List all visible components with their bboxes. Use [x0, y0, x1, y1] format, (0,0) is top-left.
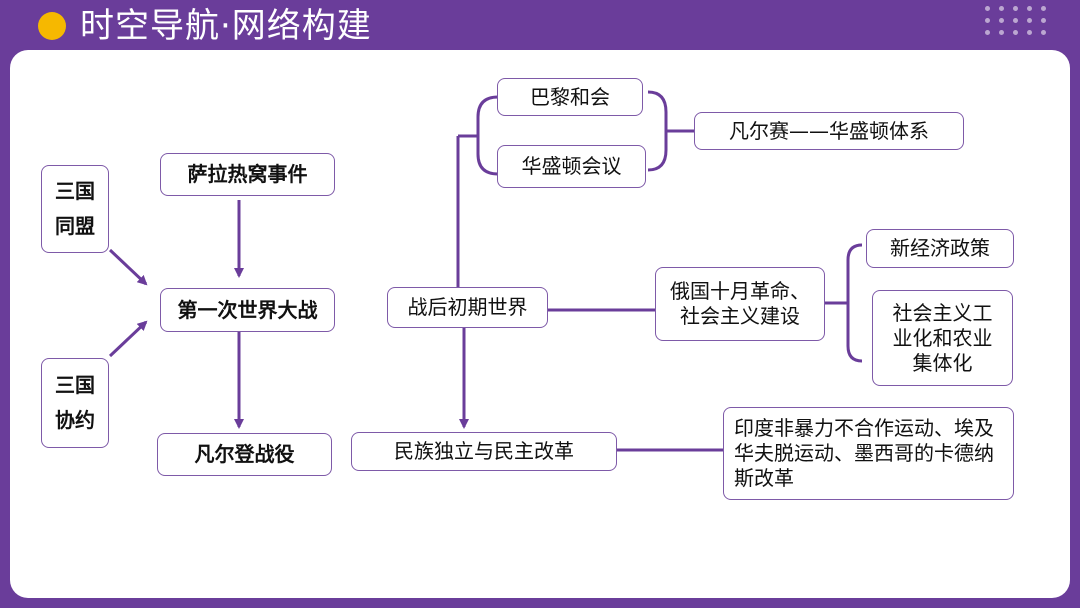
header-bar: 时空导航·网络构建 — [0, 0, 1080, 52]
node-washington-conference: 华盛顿会议 — [497, 145, 646, 188]
arrow-xieyue-to-ww1 — [108, 320, 148, 358]
bracket-to-versailles — [647, 90, 668, 172]
node-postwar-world: 战后初期世界 — [387, 287, 548, 328]
node-new-economic-policy: 新经济政策 — [866, 229, 1014, 268]
arrow-tongmeng-to-ww1 — [108, 248, 148, 286]
node-russia-revolution: 俄国十月革命、社会主义建设 — [655, 267, 825, 341]
node-sarajevo-incident: 萨拉热窝事件 — [160, 153, 335, 196]
node-national-independence: 民族独立与民主改革 — [351, 432, 617, 471]
bracket-nep-socialist — [846, 243, 863, 363]
page-title: 时空导航·网络构建 — [80, 6, 372, 46]
node-india-egypt-mexico: 印度非暴力不合作运动、埃及华夫脱运动、墨西哥的卡德纳斯改革 — [723, 407, 1014, 500]
node-verdun-battle: 凡尔登战役 — [157, 433, 332, 476]
node-sanguo-xieyue: 三国协约 — [41, 358, 109, 448]
dot-grid-decoration-icon — [985, 6, 1055, 42]
node-sanguo-tongmeng: 三国同盟 — [41, 165, 109, 253]
node-paris-conference: 巴黎和会 — [497, 78, 643, 116]
node-world-war-1: 第一次世界大战 — [160, 288, 335, 332]
bullet-dot-icon — [38, 12, 66, 40]
bracket-paris-washington — [476, 95, 499, 176]
node-versailles-system: 凡尔赛——华盛顿体系 — [694, 112, 964, 150]
node-socialist-industrialization: 社会主义工业化和农业集体化 — [872, 290, 1013, 386]
